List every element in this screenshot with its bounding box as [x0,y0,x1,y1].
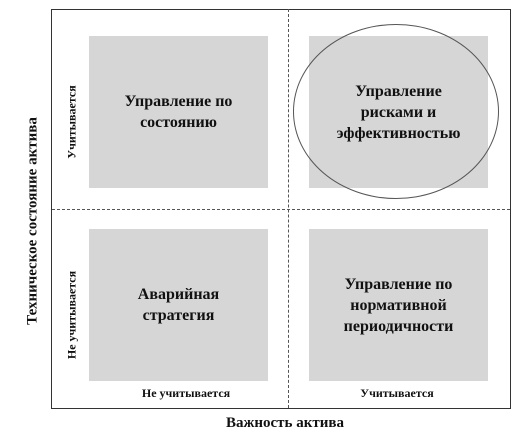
x-axis-label: Важность актива [226,415,344,431]
quadrant-text-line: Управление по [344,275,453,293]
highlight-ellipse [293,24,499,199]
y-tick-considered: Учитывается [64,85,79,159]
quadrant-text-line: стратегия [142,307,215,324]
x-tick-considered: Учитывается [360,386,434,400]
quadrant-text-line: нормативной [350,296,447,314]
quadrant-emergency-strategy: Аварийная стратегия [89,229,268,381]
matrix-frame [51,9,511,409]
x-tick-not-considered: Не учитывается [141,386,231,400]
quadrant-text-line: Аварийная [137,286,220,303]
vertical-divider [288,9,289,408]
quadrant-text-line: состоянию [140,114,217,131]
quadrant-text-line: Управление по [124,93,233,110]
y-tick-not-considered: Не учитывается [64,270,79,360]
quadrant-text-line: периодичности [343,317,454,335]
quadrant-condition-management: Управление по состоянию [89,36,268,188]
horizontal-divider [52,209,510,210]
y-axis-label: Техническое состояние актива [24,117,41,325]
quadrant-periodic-management: Управление по нормативной периодичности [309,229,488,381]
